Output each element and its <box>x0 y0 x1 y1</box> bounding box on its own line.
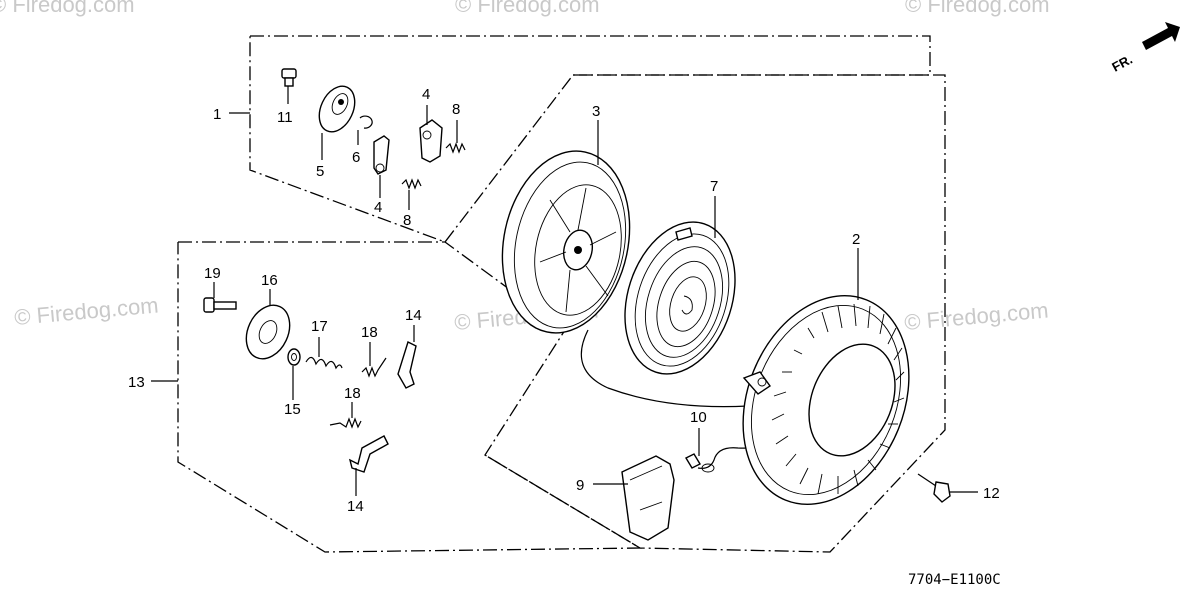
part-4-pawl <box>373 135 390 175</box>
direction-label: FR. <box>1109 52 1135 75</box>
callout-6: 6 <box>352 149 360 166</box>
callout-3: 3 <box>592 103 600 120</box>
part-18-spring <box>329 417 362 429</box>
watermark: © Firedog.com <box>903 297 1049 335</box>
callout-14: 14 <box>405 307 422 324</box>
watermark: © Firedog.com <box>13 292 159 330</box>
callout-10: 10 <box>690 409 707 426</box>
watermark: © Firedog.com <box>0 0 135 17</box>
callout-15: 15 <box>284 401 301 418</box>
callout-8: 8 <box>403 212 411 229</box>
callout-18: 18 <box>361 324 378 341</box>
part-15-washer <box>287 348 301 366</box>
part-9-starter-grip <box>621 455 675 541</box>
callout-1: 1 <box>213 106 221 123</box>
group-2-boundary <box>484 74 946 553</box>
callout-4: 4 <box>374 199 382 216</box>
callout-18: 18 <box>344 385 361 402</box>
part-14-guide <box>397 341 417 389</box>
part-6-clip <box>359 115 373 129</box>
part-19-bolt <box>203 297 237 313</box>
diagram-code: 7704−E1100C <box>908 572 1001 588</box>
callout-7: 7 <box>710 178 718 195</box>
part-14-guide <box>348 435 389 473</box>
part-5-ratchet-plate <box>318 85 356 133</box>
callout-19: 19 <box>204 265 221 282</box>
part-3-reel <box>501 150 631 334</box>
callout-17: 17 <box>311 318 328 335</box>
callout-14: 14 <box>347 498 364 515</box>
callout-8: 8 <box>452 101 460 118</box>
callout-2: 2 <box>852 231 860 248</box>
part-11-screw <box>281 68 297 87</box>
group-13-boundary <box>177 241 643 553</box>
part-10-rope-stopper <box>685 453 715 473</box>
part-4-pawl <box>419 119 443 163</box>
callout-9: 9 <box>576 477 584 494</box>
callout-12: 12 <box>983 485 1000 502</box>
part-17-spring <box>305 356 343 370</box>
watermark: © Firedog.com <box>455 0 600 17</box>
part-7-spiral-spring <box>624 221 736 375</box>
part-18-spring <box>361 357 387 378</box>
callout-5: 5 <box>316 163 324 180</box>
part-8-spring <box>445 142 466 154</box>
part-16-friction-plate <box>245 304 291 360</box>
front-direction-arrow-icon: FR. <box>1109 22 1180 75</box>
callout-16: 16 <box>261 272 278 289</box>
part-8-spring <box>401 178 422 190</box>
part-2-starter-case <box>742 294 910 506</box>
part-12-flange-bolt <box>917 473 951 503</box>
callout-4: 4 <box>422 86 430 103</box>
callout-11: 11 <box>277 109 293 126</box>
watermark: © Firedog.com <box>905 0 1050 17</box>
callout-13: 13 <box>128 374 145 391</box>
